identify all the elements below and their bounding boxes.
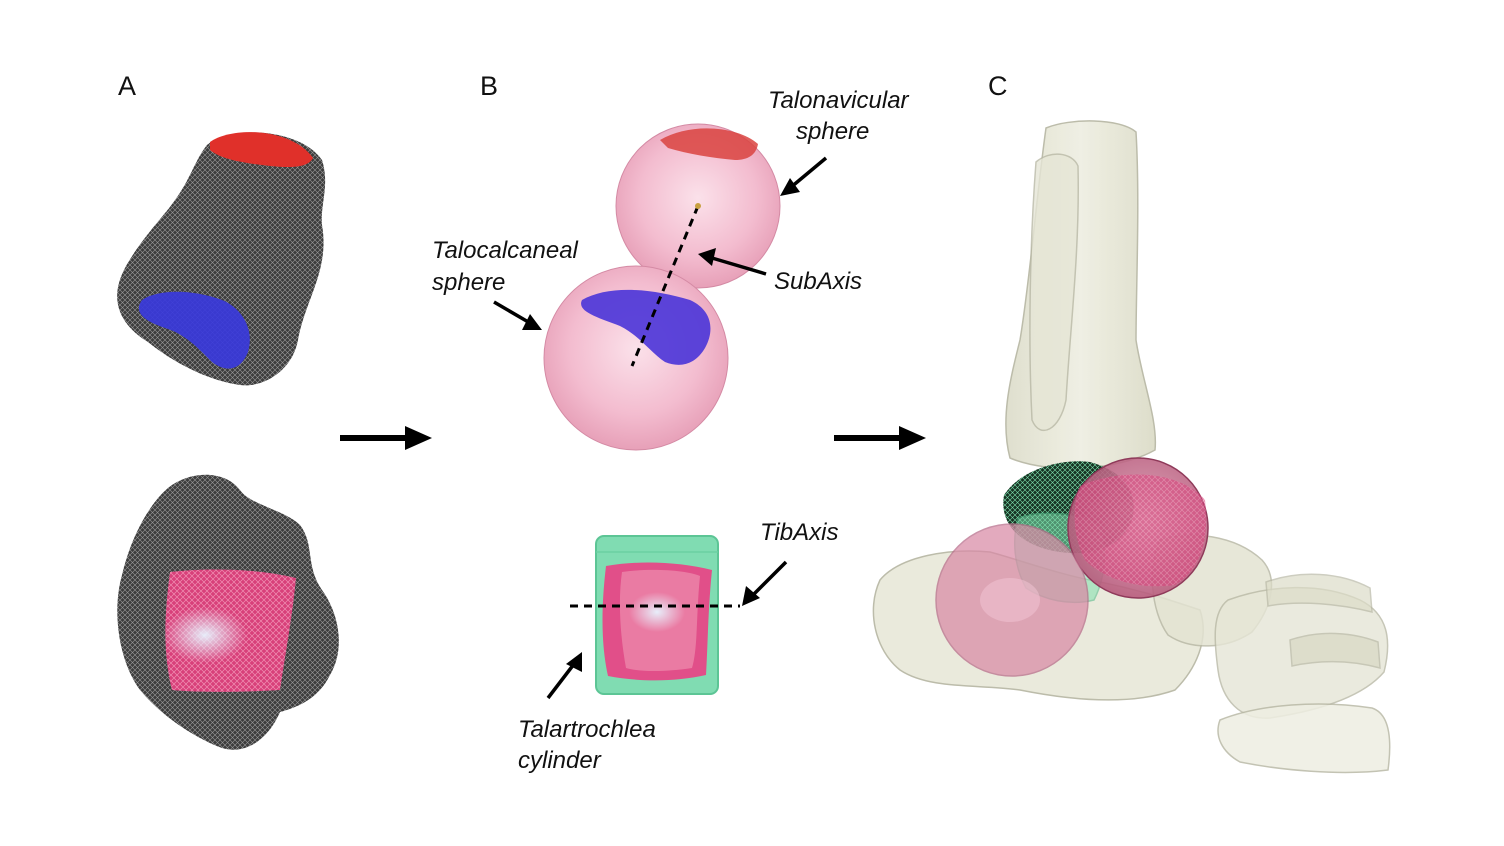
talonavicular-label: Talonavicular	[768, 87, 910, 114]
metatarsal-bone	[1289, 632, 1381, 669]
right-arrow-icon	[834, 426, 926, 450]
panel-c-letter: C	[988, 71, 1008, 101]
talonavicular-surface	[210, 132, 313, 168]
subaxis-line	[630, 205, 700, 367]
panel-a-letter: A	[118, 71, 136, 101]
talartrochlea-label-2: cylinder	[518, 747, 602, 774]
talartrochlea-cylinder	[595, 535, 719, 695]
pointer-arrow-icon	[780, 156, 828, 196]
subaxis-label: SubAxis	[774, 268, 862, 295]
talocalcaneal-surface	[138, 291, 250, 369]
pointer-arrow-icon	[742, 560, 788, 606]
trochlea-mesh	[117, 474, 339, 750]
talartrochlea-label: Talartrochlea	[518, 716, 656, 743]
pointer-arrow-icon	[546, 652, 582, 700]
right-arrow-icon	[340, 426, 432, 450]
talocalcaneal-patch	[581, 289, 711, 365]
metatarsal-bone	[1217, 703, 1391, 774]
pointer-arrow-icon	[698, 248, 767, 276]
talocalcaneal-label-2: sphere	[432, 269, 505, 296]
panel-b: B Talonavicular sphere Talocalcaneal sph…	[432, 71, 910, 774]
talonavicular-patch	[660, 128, 758, 160]
panel-b-letter: B	[480, 71, 498, 101]
talonavicular-mesh-c	[1074, 474, 1207, 587]
tibia-bone	[1005, 120, 1157, 470]
fibula-bone	[1029, 153, 1079, 432]
subaxis-point	[695, 203, 701, 209]
tibaxis-label: TibAxis	[760, 519, 838, 546]
talus-mesh	[117, 132, 326, 386]
pointer-arrow-icon	[493, 300, 542, 330]
talonavicular-label-2: sphere	[796, 118, 869, 145]
joint-models	[935, 457, 1209, 677]
panel-c: C	[872, 71, 1391, 774]
trochlea-highlight	[163, 607, 247, 663]
panel-a: A	[117, 71, 339, 750]
talocalcaneal-label: Talocalcaneal	[432, 237, 579, 264]
metatarsal-bone	[1265, 573, 1373, 613]
foot-skeleton	[872, 120, 1391, 774]
